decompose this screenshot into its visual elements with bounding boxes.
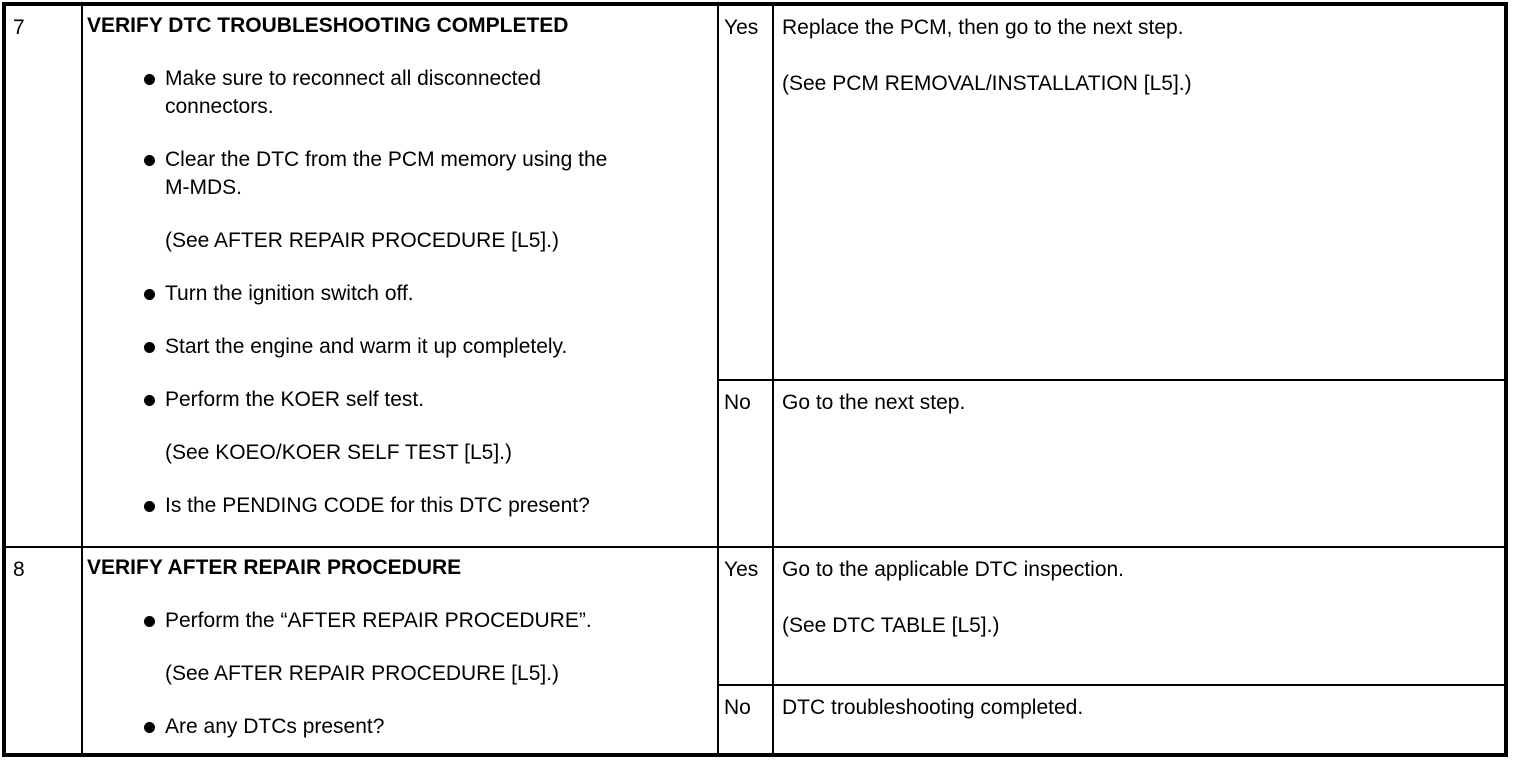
action-line: (See AFTER REPAIR PROCEDURE [L5].) (165, 662, 560, 685)
action-item: Is the PENDING CODE for this DTC present… (87, 492, 711, 520)
result-cell: Go to the applicable DTC inspection. (Se… (774, 548, 1504, 684)
action-item: (See AFTER REPAIR PROCEDURE [L5].) (87, 660, 711, 688)
action-line: (See KOEO/KOER SELF TEST [L5].) (165, 441, 513, 464)
result-line: (See DTC TABLE [L5].) (782, 614, 1000, 637)
action-item-text: Is the PENDING CODE for this DTC present… (165, 492, 590, 520)
answer-label: Yes (724, 16, 759, 39)
answer-cell: No (719, 381, 774, 546)
bullet-icon (144, 155, 155, 166)
bullet-icon (144, 342, 155, 353)
action-item: (See KOEO/KOER SELF TEST [L5].) (87, 439, 711, 467)
table-row-step-7: 7 VERIFY DTC TROUBLESHOOTING COMPLETED M… (6, 6, 1504, 548)
bullet-icon (144, 722, 155, 733)
action-item-text: Start the engine and warm it up complete… (165, 333, 567, 361)
action-line: Turn the ignition switch off. (165, 282, 414, 305)
bullet-icon (144, 616, 155, 627)
table-row-step-8: 8 VERIFY AFTER REPAIR PROCEDURE Perform … (6, 548, 1504, 753)
action-cell: VERIFY AFTER REPAIR PROCEDURE Perform th… (83, 548, 719, 753)
action-item-text: Turn the ignition switch off. (165, 280, 414, 308)
bullet-icon (144, 501, 155, 512)
action-item-text: (See AFTER REPAIR PROCEDURE [L5].) (165, 660, 559, 688)
outcomes-section: Yes Go to the applicable DTC inspection.… (719, 548, 1504, 753)
bullet-icon (144, 289, 155, 300)
action-item: Are any DTCs present? (87, 713, 711, 741)
action-item: Perform the “AFTER REPAIR PROCEDURE”. (87, 607, 711, 635)
action-line: Start the engine and warm it up complete… (165, 335, 568, 358)
action-line: Is the PENDING CODE for this DTC present… (165, 494, 590, 517)
action-item: Turn the ignition switch off. (87, 280, 711, 308)
action-title: VERIFY DTC TROUBLESHOOTING COMPLETED (87, 14, 569, 37)
step-number: 7 (13, 16, 25, 39)
action-item-text: Are any DTCs present? (165, 713, 384, 741)
action-line: connectors. (165, 95, 274, 118)
action-line: Clear the DTC from the PCM memory using … (165, 148, 608, 171)
action-item-text: Make sure to reconnect all disconnected … (165, 65, 541, 121)
outcomes-section: Yes Replace the PCM, then go to the next… (719, 6, 1504, 546)
action-item: Make sure to reconnect all disconnected … (87, 65, 711, 121)
result-line: DTC troubleshooting completed. (782, 696, 1084, 719)
outcome-row-no: No Go to the next step. (719, 381, 1504, 546)
outcome-row-no: No DTC troubleshooting completed. (719, 686, 1504, 753)
result-line: Go to the applicable DTC inspection. (782, 558, 1125, 581)
result-line: Replace the PCM, then go to the next ste… (782, 16, 1184, 39)
action-title: VERIFY AFTER REPAIR PROCEDURE (87, 556, 462, 579)
step-cell: 7 (6, 6, 83, 546)
answer-label: Yes (724, 558, 759, 581)
outcome-row-yes: Yes Replace the PCM, then go to the next… (719, 6, 1504, 381)
action-line: Perform the “AFTER REPAIR PROCEDURE”. (165, 609, 592, 632)
action-line: Perform the KOER self test. (165, 388, 425, 411)
action-item-text: (See KOEO/KOER SELF TEST [L5].) (165, 439, 512, 467)
bullet-icon (144, 395, 155, 406)
action-line: Make sure to reconnect all disconnected (165, 67, 541, 90)
answer-cell: Yes (719, 6, 774, 379)
step-number: 8 (13, 558, 25, 581)
action-item: Clear the DTC from the PCM memory using … (87, 146, 711, 202)
action-item: (See AFTER REPAIR PROCEDURE [L5].) (87, 227, 711, 255)
result-cell: Go to the next step. (774, 381, 1504, 546)
action-item-text: Perform the “AFTER REPAIR PROCEDURE”. (165, 607, 592, 635)
action-item: Start the engine and warm it up complete… (87, 333, 711, 361)
outcome-row-yes: Yes Go to the applicable DTC inspection.… (719, 548, 1504, 686)
action-cell: VERIFY DTC TROUBLESHOOTING COMPLETED Mak… (83, 6, 719, 546)
result-cell: Replace the PCM, then go to the next ste… (774, 6, 1504, 379)
answer-label: No (724, 696, 751, 719)
action-item-text: Clear the DTC from the PCM memory using … (165, 146, 607, 202)
bullet-icon (144, 74, 155, 85)
action-item-text: (See AFTER REPAIR PROCEDURE [L5].) (165, 227, 559, 255)
action-item: Perform the KOER self test. (87, 386, 711, 414)
answer-label: No (724, 391, 751, 414)
step-cell: 8 (6, 548, 83, 753)
action-line: Are any DTCs present? (165, 715, 385, 738)
result-line: (See PCM REMOVAL/INSTALLATION [L5].) (782, 72, 1192, 95)
action-line: (See AFTER REPAIR PROCEDURE [L5].) (165, 229, 560, 252)
answer-cell: No (719, 686, 774, 753)
answer-cell: Yes (719, 548, 774, 684)
action-item-text: Perform the KOER self test. (165, 386, 424, 414)
action-line: M-MDS. (165, 176, 242, 199)
result-cell: DTC troubleshooting completed. (774, 686, 1504, 753)
result-line: Go to the next step. (782, 391, 966, 414)
